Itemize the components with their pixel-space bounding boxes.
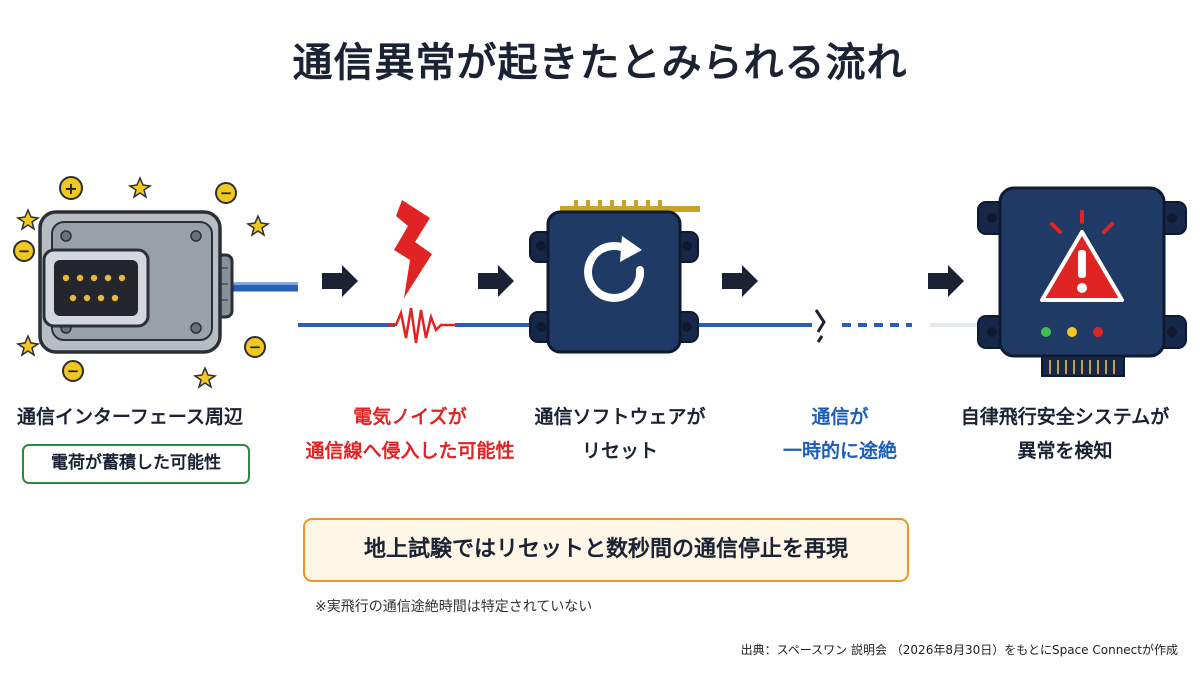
svg-text:−: − [67,362,80,380]
connector-icon [38,210,234,354]
spark-icons [15,176,271,389]
charge-minus-icon: − [244,336,266,358]
step-4-line1: 通信が [811,406,869,428]
step-1-badge: 電荷が蓄積した可能性 [22,444,250,484]
arrow-icons [322,265,964,297]
arrow-2 [478,265,514,297]
charge-minus-icon: − [215,182,237,204]
svg-text:+: + [64,179,77,198]
svg-text:−: − [220,184,233,202]
step-3-label: 通信ソフトウェアが リセット [510,400,730,468]
step-5-line2: 異常を検知 [1017,440,1113,462]
page-title: 通信異常が起きたとみられる流れ [292,40,908,86]
footnote: ※実飛行の通信途絶時間は特定されていない [315,599,593,615]
arrow-3 [722,265,758,297]
step-4-line2: 一時的に途絶 [782,440,897,462]
break-icon [814,309,826,343]
noise-waveform [388,307,455,344]
svg-text:−: − [18,242,31,260]
charge-minus-icon: − [13,240,35,262]
step-2-line2: 通信線へ侵入した可能性 [305,440,515,462]
flow-diagram: + − − − − [13,176,1187,389]
warning-module-icon [977,186,1187,377]
source-credit: 出典：スペースワン 説明会 （2026年8月30日）をもとにSpace Conn… [740,643,1178,657]
ground-test-callout: 地上試験ではリセットと数秒間の通信停止を再現 [303,518,909,582]
step-4-label: 通信が 一時的に途絶 [740,400,940,468]
arrow-4 [928,265,964,297]
step-3-line1: 通信ソフトウェアが [534,406,706,428]
step-5-label: 自律飛行安全システムが 異常を検知 [935,400,1195,468]
reset-module-icon [529,200,700,354]
arrow-1 [322,265,358,297]
step-5-line1: 自律飛行安全システムが [960,406,1170,428]
charge-minus-icon: − [62,360,84,382]
lightning-noise-icon [394,200,432,298]
step-2-label: 電気ノイズが 通信線へ侵入した可能性 [290,400,530,468]
step-1-label: 通信インターフェース周辺 [0,400,260,434]
charge-plus-icon: + [59,176,83,200]
step-3-line2: リセット [581,440,658,462]
step-1-line1: 通信インターフェース周辺 [17,406,243,428]
svg-text:−: − [249,338,262,356]
step-2-line1: 電気ノイズが [353,406,467,428]
